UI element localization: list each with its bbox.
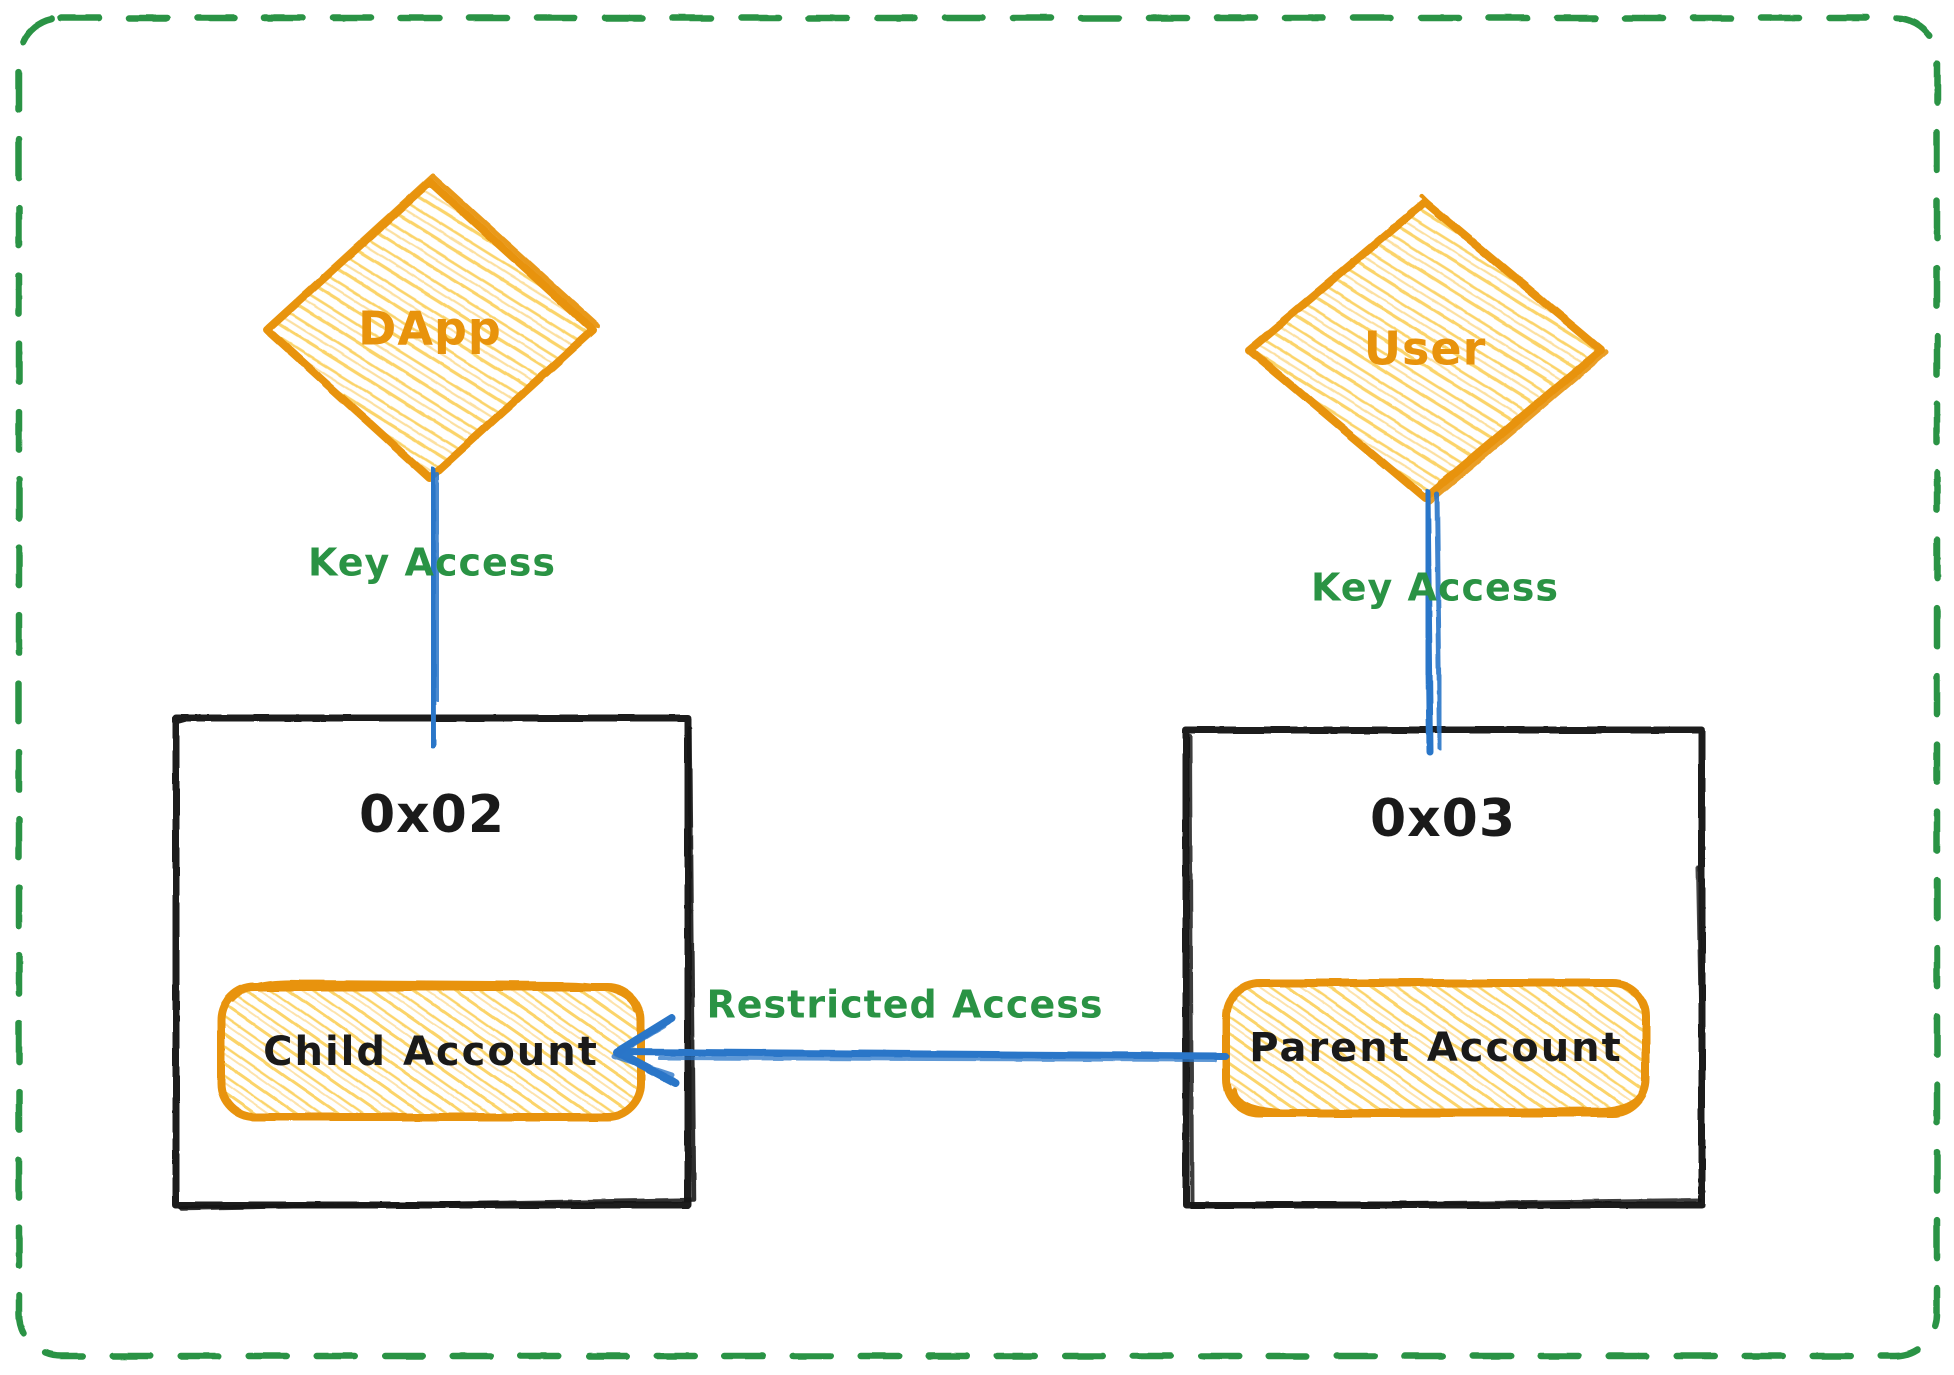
node-dapp-label: DApp bbox=[358, 302, 502, 356]
node-user-label: User bbox=[1364, 322, 1487, 376]
edge-parent-to-child-label: Restricted Access bbox=[707, 983, 1104, 1027]
node-account-0x03[interactable]: 0x03 Parent Account bbox=[1182, 726, 1706, 1209]
child-account-pill[interactable]: Child Account bbox=[217, 979, 645, 1121]
node-account-0x02-label: 0x02 bbox=[359, 785, 505, 845]
node-user[interactable]: User bbox=[1245, 194, 1609, 505]
node-account-0x03-label: 0x03 bbox=[1370, 789, 1516, 849]
edge-parent-to-child: Restricted Access bbox=[611, 983, 1229, 1087]
edge-user-to-parent-label: Key Access bbox=[1311, 566, 1559, 610]
child-account-label: Child Account bbox=[263, 1029, 599, 1075]
node-account-0x02[interactable]: 0x02 Child Account bbox=[172, 714, 697, 1211]
edge-dapp-to-child-label: Key Access bbox=[308, 541, 556, 585]
edge-user-to-parent: Key Access bbox=[1311, 488, 1559, 756]
edge-dapp-to-child: Key Access bbox=[308, 466, 556, 749]
node-dapp[interactable]: DApp bbox=[263, 173, 601, 482]
parent-account-pill[interactable]: Parent Account bbox=[1222, 979, 1650, 1117]
parent-account-label: Parent Account bbox=[1249, 1025, 1623, 1071]
dashed-boundary bbox=[15, 14, 1941, 1360]
